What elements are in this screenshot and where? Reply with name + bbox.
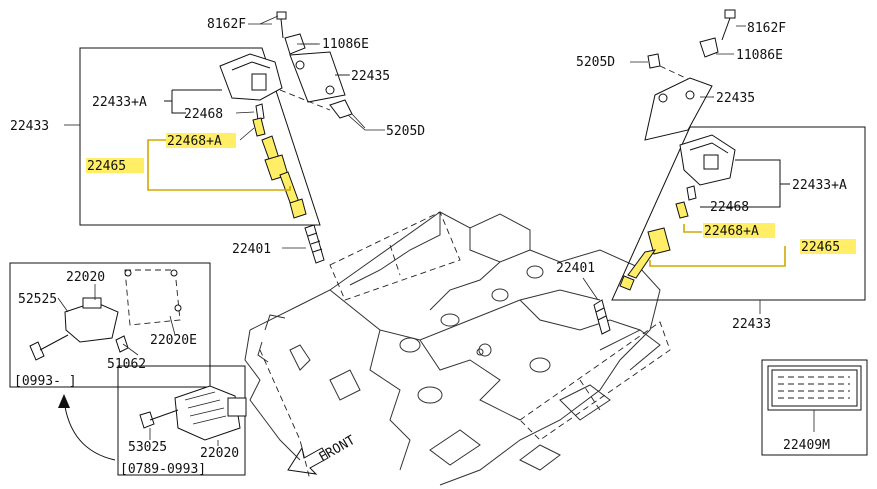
right-coil-body xyxy=(679,134,736,186)
inset-box-0789 xyxy=(117,365,247,476)
label-5205D-left: 5205D xyxy=(386,124,425,139)
label-front: FRONT xyxy=(317,433,359,466)
left-coil-body xyxy=(219,53,331,111)
left-coil-rod-22465 xyxy=(261,135,307,219)
label-5205D-right: 5205D xyxy=(576,55,615,70)
label-22020-bottom: 22020 xyxy=(200,446,239,461)
left-bracket-22435 xyxy=(289,51,350,103)
left-leader-lines xyxy=(64,23,385,249)
label-22401-right: 22401 xyxy=(556,261,595,276)
label-22468-right: 22468 xyxy=(710,200,749,215)
label-51062: 51062 xyxy=(107,357,146,372)
highlight-22465-left xyxy=(86,158,144,173)
label-22433A-left: 22433+A xyxy=(92,95,147,110)
label-22401-left: 22401 xyxy=(232,242,271,257)
label-22468A-left: 22468+A xyxy=(167,134,222,149)
label-range-0993: [0993- ] xyxy=(14,374,77,389)
label-22468A-right: 22468+A xyxy=(704,224,759,239)
label-52525: 52525 xyxy=(18,292,57,307)
label-11086E-top: 11086E xyxy=(322,37,369,52)
label-22465-left: 22465 xyxy=(87,159,126,174)
label-22433A-right: 22433+A xyxy=(792,178,847,193)
label-22435-left: 22435 xyxy=(351,69,390,84)
highlight-22465-right xyxy=(800,239,856,254)
label-22433-left: 22433 xyxy=(10,119,49,134)
left-spark-plug-22401 xyxy=(304,224,325,264)
right-bracket-22435 xyxy=(644,77,714,141)
label-8162F-right: 8162F xyxy=(747,21,786,36)
highlight-22468A-left xyxy=(166,133,236,148)
label-22020-inset: 22020 xyxy=(66,270,105,285)
label-8162F-top: 8162F xyxy=(207,17,246,32)
label-22468-left: 22468 xyxy=(184,107,223,122)
left-bolt-5205D xyxy=(329,99,366,129)
right-spark-plug-22401 xyxy=(593,299,611,335)
label-plate-22409M xyxy=(761,359,868,456)
highlight-22468A-right xyxy=(703,223,775,238)
engine-block xyxy=(244,211,671,486)
right-coil-box xyxy=(611,126,866,301)
label-11086E-right: 11086E xyxy=(736,48,783,63)
left-highlight-callout xyxy=(147,139,291,191)
right-bolt-8162F xyxy=(721,9,746,41)
label-53025: 53025 xyxy=(128,440,167,455)
right-leader-lines xyxy=(582,96,790,314)
label-range-0789: [0789-0993] xyxy=(120,462,206,477)
label-22435-right: 22435 xyxy=(716,91,755,106)
label-22465-right: 22465 xyxy=(801,240,840,255)
label-22020E: 22020E xyxy=(150,333,197,348)
label-22409M: 22409M xyxy=(783,438,830,453)
right-bolt-5205D xyxy=(630,53,691,81)
right-coil-rod-22465 xyxy=(619,227,671,291)
inset-box-0993 xyxy=(9,262,211,388)
left-bolt-8162F xyxy=(259,11,287,39)
front-arrow-icon xyxy=(287,446,329,475)
left-coil-box xyxy=(79,47,321,226)
right-plug-boot-22468A xyxy=(675,201,689,219)
curved-arrow xyxy=(58,394,116,461)
label-22433-right: 22433 xyxy=(732,317,771,332)
right-spring-22468 xyxy=(686,185,697,201)
right-highlight-callout xyxy=(649,224,786,267)
left-spring-22468 xyxy=(255,103,265,121)
left-plug-boot-22468A xyxy=(252,117,266,137)
right-bracket-11086E xyxy=(699,37,734,58)
